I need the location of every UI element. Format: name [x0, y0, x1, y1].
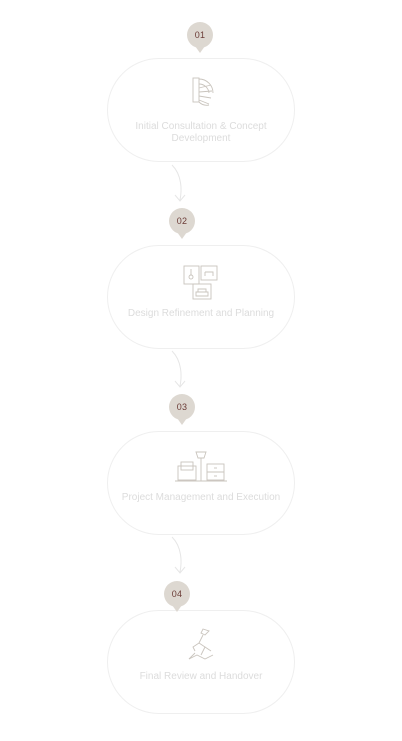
- connector-1-2-arrow: [174, 194, 186, 202]
- step-4-number-badge: 04: [164, 581, 190, 607]
- step-4-card: Final Review and Handover: [107, 610, 295, 714]
- connector-2-3-arrow: [174, 380, 186, 388]
- step-3-number-badge: 03: [169, 394, 195, 420]
- step-3-card: Project Management and Execution: [107, 431, 295, 535]
- step-1-number-badge: 01: [187, 22, 213, 48]
- step-1-card: Initial Consultation & Concept Developme…: [107, 58, 295, 162]
- connector-3-4-arrow: [174, 566, 186, 574]
- connector-3-4: [171, 536, 182, 573]
- step-2-card: Design Refinement and Planning: [107, 245, 295, 349]
- handover-icon: [188, 628, 214, 660]
- step-2-number-badge: 02: [169, 208, 195, 234]
- furniture-icon: [175, 451, 227, 482]
- step-2-title: Design Refinement and Planning: [127, 308, 275, 319]
- connector-2-3: [171, 350, 182, 387]
- step-1-title: Initial Consultation & Concept Developme…: [135, 121, 267, 144]
- step-4-title: Final Review and Handover: [139, 671, 263, 682]
- floor-plan-icon: [183, 265, 218, 300]
- step-3-title: Project Management and Execution: [121, 492, 281, 503]
- connector-1-2: [171, 164, 182, 201]
- staircase-icon: [192, 77, 214, 106]
